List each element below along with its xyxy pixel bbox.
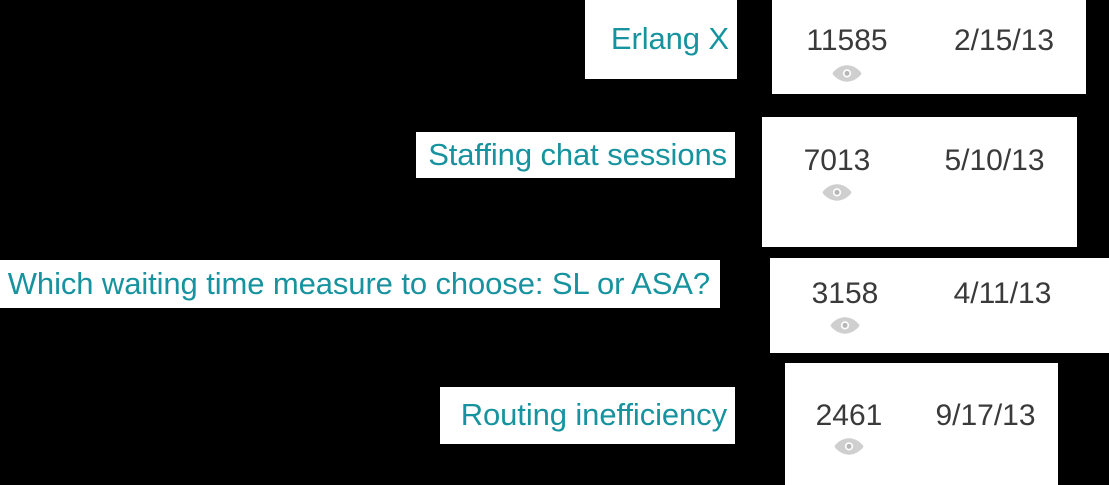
- list-item-view-count: 7013: [803, 144, 871, 177]
- list-item-title-panel[interactable]: Routing inefficiency: [440, 387, 735, 444]
- list-item-title-link[interactable]: Routing inefficiency: [460, 397, 727, 433]
- eye-icon: [762, 181, 912, 203]
- list-item-title-panel[interactable]: Which waiting time measure to choose: SL…: [0, 260, 720, 308]
- list-item-date: 2/15/13: [953, 24, 1055, 57]
- eye-icon: [770, 314, 920, 336]
- list-item-date: 5/10/13: [944, 144, 1045, 177]
- list-item-title-link[interactable]: Erlang X: [610, 21, 729, 57]
- list-item-date: 4/11/13: [953, 277, 1052, 310]
- list-item-stats-panel: 3158 4/11/13: [770, 258, 1109, 353]
- list-item-title-panel[interactable]: Erlang X: [585, 0, 737, 79]
- list-item-view-count: 3158: [811, 277, 879, 310]
- list-item-stats-panel: 7013 5/10/13: [762, 117, 1077, 247]
- list-item-title-panel[interactable]: Staffing chat sessions: [416, 132, 735, 178]
- list-item-stats-panel: 2461 9/17/13: [785, 363, 1058, 485]
- list-item-view-count: 2461: [815, 399, 883, 432]
- list-item-view-count: 11585: [806, 24, 888, 57]
- list-item-title-link[interactable]: Staffing chat sessions: [428, 136, 727, 172]
- eye-icon: [772, 62, 922, 84]
- eye-icon: [785, 435, 913, 457]
- list-item-title-link[interactable]: Which waiting time measure to choose: SL…: [7, 265, 710, 301]
- list-item-date: 9/17/13: [935, 399, 1036, 432]
- list-item-stats-panel: 11585 2/15/13: [772, 0, 1086, 94]
